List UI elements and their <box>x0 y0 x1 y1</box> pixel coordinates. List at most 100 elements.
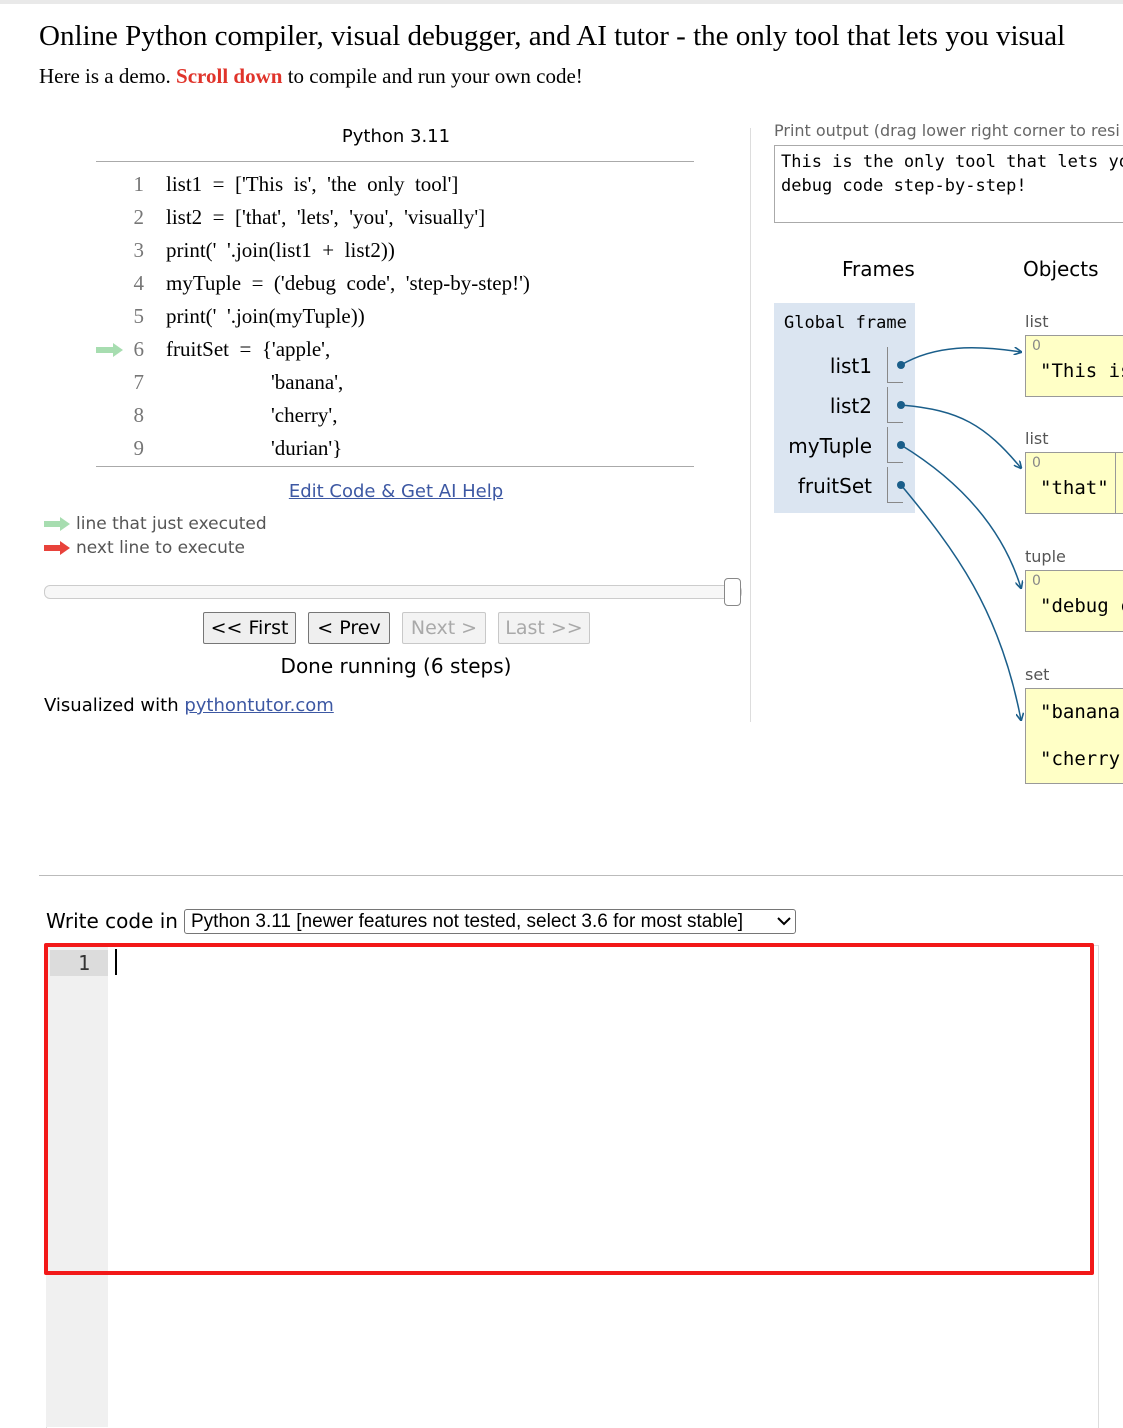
code-display: 1 list1 = ['This is', 'the only tool'] 2 li… <box>96 161 694 467</box>
var-mytuple: myTuple <box>788 434 872 458</box>
chevron-down-icon <box>777 917 791 926</box>
list-index: 0 <box>1032 338 1041 354</box>
first-button[interactable]: << First <box>203 612 296 644</box>
page-subtitle: Here is a demo. Scroll down to compile a… <box>39 64 583 89</box>
pointer-fruitset <box>900 484 1021 720</box>
object-type-label: list <box>1025 429 1049 448</box>
panel-divider <box>750 128 751 722</box>
code-text: print(' '.join(myTuple)) <box>166 304 365 328</box>
line-number: 5 <box>133 304 145 328</box>
green-arrow-icon <box>44 517 70 531</box>
code-text: 'cherry', <box>166 403 338 427</box>
line-number: 3 <box>133 238 145 262</box>
pointer-list1 <box>900 348 1021 366</box>
visualized-prefix: Visualized with <box>44 695 179 716</box>
code-text: 'banana', <box>166 370 344 394</box>
active-line-gutter <box>50 950 108 976</box>
object-type-label: list <box>1025 312 1049 331</box>
prev-button[interactable]: < Prev <box>308 612 390 644</box>
line-number: 9 <box>133 436 145 460</box>
tuple-index: 0 <box>1032 573 1041 589</box>
code-line: 7 'banana', <box>96 366 694 399</box>
page-title: Online Python compiler, visual debugger,… <box>39 20 1066 52</box>
set-value: "cherry" <box>1040 748 1123 770</box>
line-number: 6 <box>133 337 145 361</box>
list-object: 0 "This is <box>1025 335 1123 397</box>
language-select[interactable]: Python 3.11 [newer features not tested, … <box>184 909 796 934</box>
line-number: 4 <box>133 271 145 295</box>
tuple-object: 0 "debug c <box>1025 570 1123 632</box>
run-status: Done running (6 steps) <box>280 654 512 678</box>
code-line: 3 print(' '.join(list1 + list2)) <box>96 234 694 267</box>
step-slider-handle[interactable] <box>724 578 741 606</box>
code-text: print(' '.join(list1 + list2)) <box>166 238 395 262</box>
code-text: 'durian'} <box>166 436 343 460</box>
editor-line-number: 1 <box>77 951 90 975</box>
legend-next-label: next line to execute <box>76 538 246 558</box>
text-cursor <box>115 949 117 975</box>
code-text: myTuple = ('debug code', 'step-by-step!'… <box>166 271 530 295</box>
highlight-box <box>44 943 1094 1275</box>
language-label: Python 3.11 <box>341 126 451 147</box>
code-line: 4 myTuple = ('debug code', 'step-by-step!… <box>96 267 694 300</box>
var-list1: list1 <box>829 354 872 378</box>
global-frame <box>774 303 915 513</box>
next-button[interactable]: Next > <box>402 612 486 644</box>
var-pointer-cell <box>887 387 903 423</box>
line-number: 7 <box>133 370 145 394</box>
pythontutor-link[interactable]: pythontutor.com <box>184 695 334 716</box>
pointer-mytuple <box>900 444 1021 588</box>
pointer-list2 <box>900 404 1021 468</box>
set-object: "banana" "cherry" <box>1025 688 1123 784</box>
list-value: "that" <box>1040 477 1109 499</box>
last-button[interactable]: Last >> <box>498 612 590 644</box>
global-frame-title: Global frame <box>784 313 907 333</box>
print-output-box[interactable]: This is the only tool that lets you debu… <box>774 145 1123 223</box>
legend-executed: line that just executed <box>44 514 267 534</box>
code-line: 1 list1 = ['This is', 'the only tool'] <box>96 168 694 201</box>
red-arrow-icon <box>44 541 70 555</box>
var-pointer-cell <box>887 427 903 463</box>
language-select-value: Python 3.11 [newer features not tested, … <box>191 911 744 932</box>
top-border <box>0 0 1123 4</box>
list-value: "This is <box>1040 360 1123 382</box>
line-number: 8 <box>133 403 145 427</box>
objects-header: Objects <box>1023 257 1099 281</box>
code-line: 5 print(' '.join(myTuple)) <box>96 300 694 333</box>
code-editor[interactable] <box>46 945 1099 1428</box>
code-line: 2 list2 = ['that', 'lets', 'you', 'visual… <box>96 201 694 234</box>
code-text: list2 = ['that', 'lets', 'you', 'visuall… <box>166 205 486 229</box>
legend-executed-label: line that just executed <box>76 514 267 534</box>
write-code-label: Write code in <box>46 909 178 933</box>
edit-code-link[interactable]: Edit Code & Get AI Help <box>288 481 504 502</box>
line-number: 1 <box>133 172 145 196</box>
frames-header: Frames <box>842 257 915 281</box>
var-list2: list2 <box>829 394 872 418</box>
section-divider <box>39 875 1123 876</box>
code-text: list1 = ['This is', 'the only tool'] <box>166 172 459 196</box>
cell-divider <box>1115 453 1116 513</box>
var-pointer-cell <box>887 347 903 383</box>
object-type-label: tuple <box>1025 547 1066 566</box>
tuple-value: "debug c <box>1040 595 1123 617</box>
legend-next: next line to execute <box>44 538 245 558</box>
visualized-with: Visualized with pythontutor.com <box>44 695 334 716</box>
print-output-label: Print output (drag lower right corner to… <box>774 121 1120 140</box>
set-value: "banana" <box>1040 701 1123 723</box>
code-text: fruitSet = {'apple', <box>166 337 331 361</box>
code-line: 8 'cherry', <box>96 399 694 432</box>
editor-gutter <box>46 945 108 1427</box>
subtitle-prefix: Here is a demo. <box>39 64 171 88</box>
line-number: 2 <box>133 205 145 229</box>
var-fruitset: fruitSet <box>797 474 872 498</box>
list-index: 0 <box>1032 455 1041 471</box>
code-line: 6 fruitSet = {'apple', <box>96 333 694 366</box>
current-line-arrow-icon <box>96 343 123 357</box>
list-object: 0 "that" <box>1025 452 1123 514</box>
scroll-down-link[interactable]: Scroll down <box>176 64 283 88</box>
code-line: 9 'durian'} <box>96 432 694 465</box>
var-pointer-cell <box>887 467 903 503</box>
step-slider-track[interactable] <box>44 585 742 599</box>
subtitle-suffix: to compile and run your own code! <box>287 64 583 88</box>
object-type-label: set <box>1025 665 1050 684</box>
